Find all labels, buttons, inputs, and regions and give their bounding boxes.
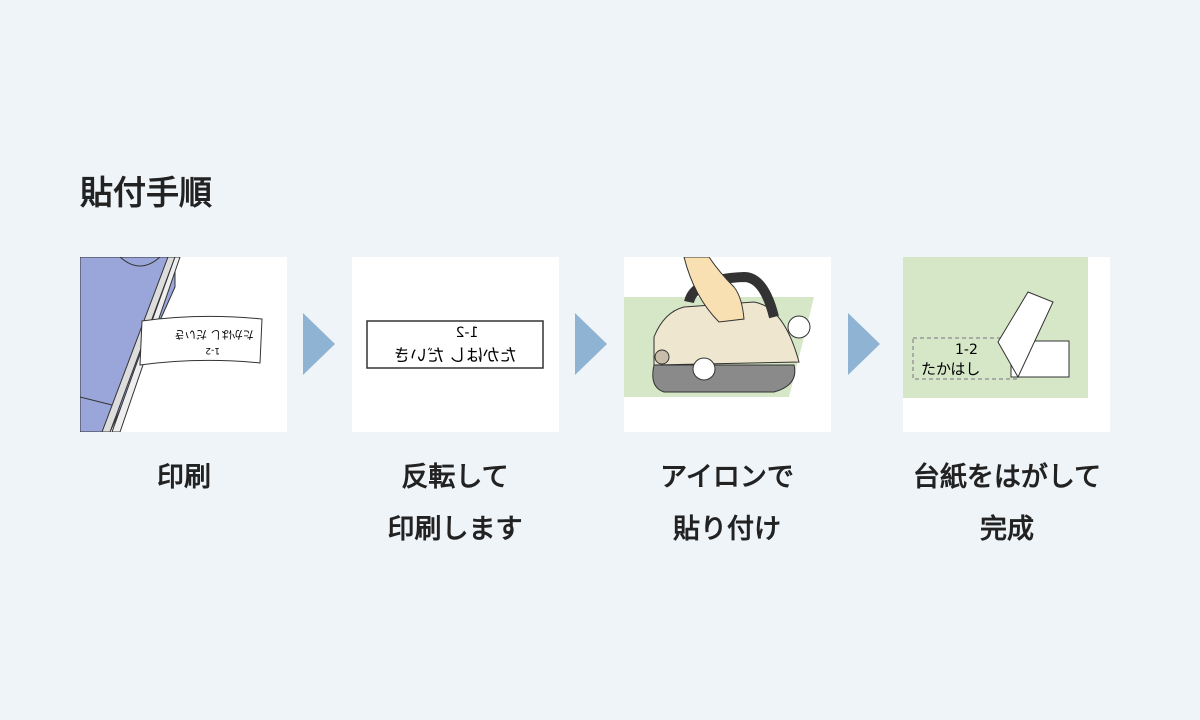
next-arrow-icon xyxy=(575,313,607,375)
step-3-caption: アイロンで貼り付け xyxy=(597,452,857,556)
caption-line: 貼り付け xyxy=(673,514,781,545)
caption-line: 印刷 xyxy=(157,462,211,493)
label-text: たかはし xyxy=(921,360,980,378)
caption-line: 完成 xyxy=(980,514,1034,545)
reversed-label-icon: 1-2 たかはし だいき xyxy=(366,320,544,369)
printer-label-icon: たかはし だいき 1-2 xyxy=(80,257,263,432)
step-1-caption: 印刷 xyxy=(54,452,314,504)
next-arrow-icon xyxy=(848,313,880,375)
step-1-illustration: たかはし だいき 1-2 xyxy=(80,257,287,432)
step-3-illustration xyxy=(624,257,831,432)
mirrored-label-number: 1-2 xyxy=(456,325,479,341)
mirrored-label-number: 1-2 xyxy=(205,345,220,355)
step-2-caption: 反転して印刷します xyxy=(325,452,585,556)
caption-line: アイロンで xyxy=(660,462,794,493)
caption-line: 台紙をはがして xyxy=(912,462,1102,493)
iron-icon xyxy=(624,257,814,397)
caption-line: 印刷します xyxy=(387,514,523,545)
peeled-label-icon: 1-2 たかはし xyxy=(903,257,1088,398)
step-4-caption: 台紙をはがして完成 xyxy=(877,452,1137,556)
label-number: 1-2 xyxy=(955,342,978,358)
step-2-illustration: 1-2 たかはし だいき xyxy=(352,257,559,432)
mirrored-label-text: たかはし だいき xyxy=(174,328,254,341)
next-arrow-icon xyxy=(303,313,335,375)
page-title: 貼付手順 xyxy=(80,173,212,212)
caption-line: 反転して xyxy=(401,462,509,493)
step-4-illustration: 1-2 たかはし xyxy=(903,257,1110,432)
mirrored-label-text: たかはし だいき xyxy=(393,346,517,366)
